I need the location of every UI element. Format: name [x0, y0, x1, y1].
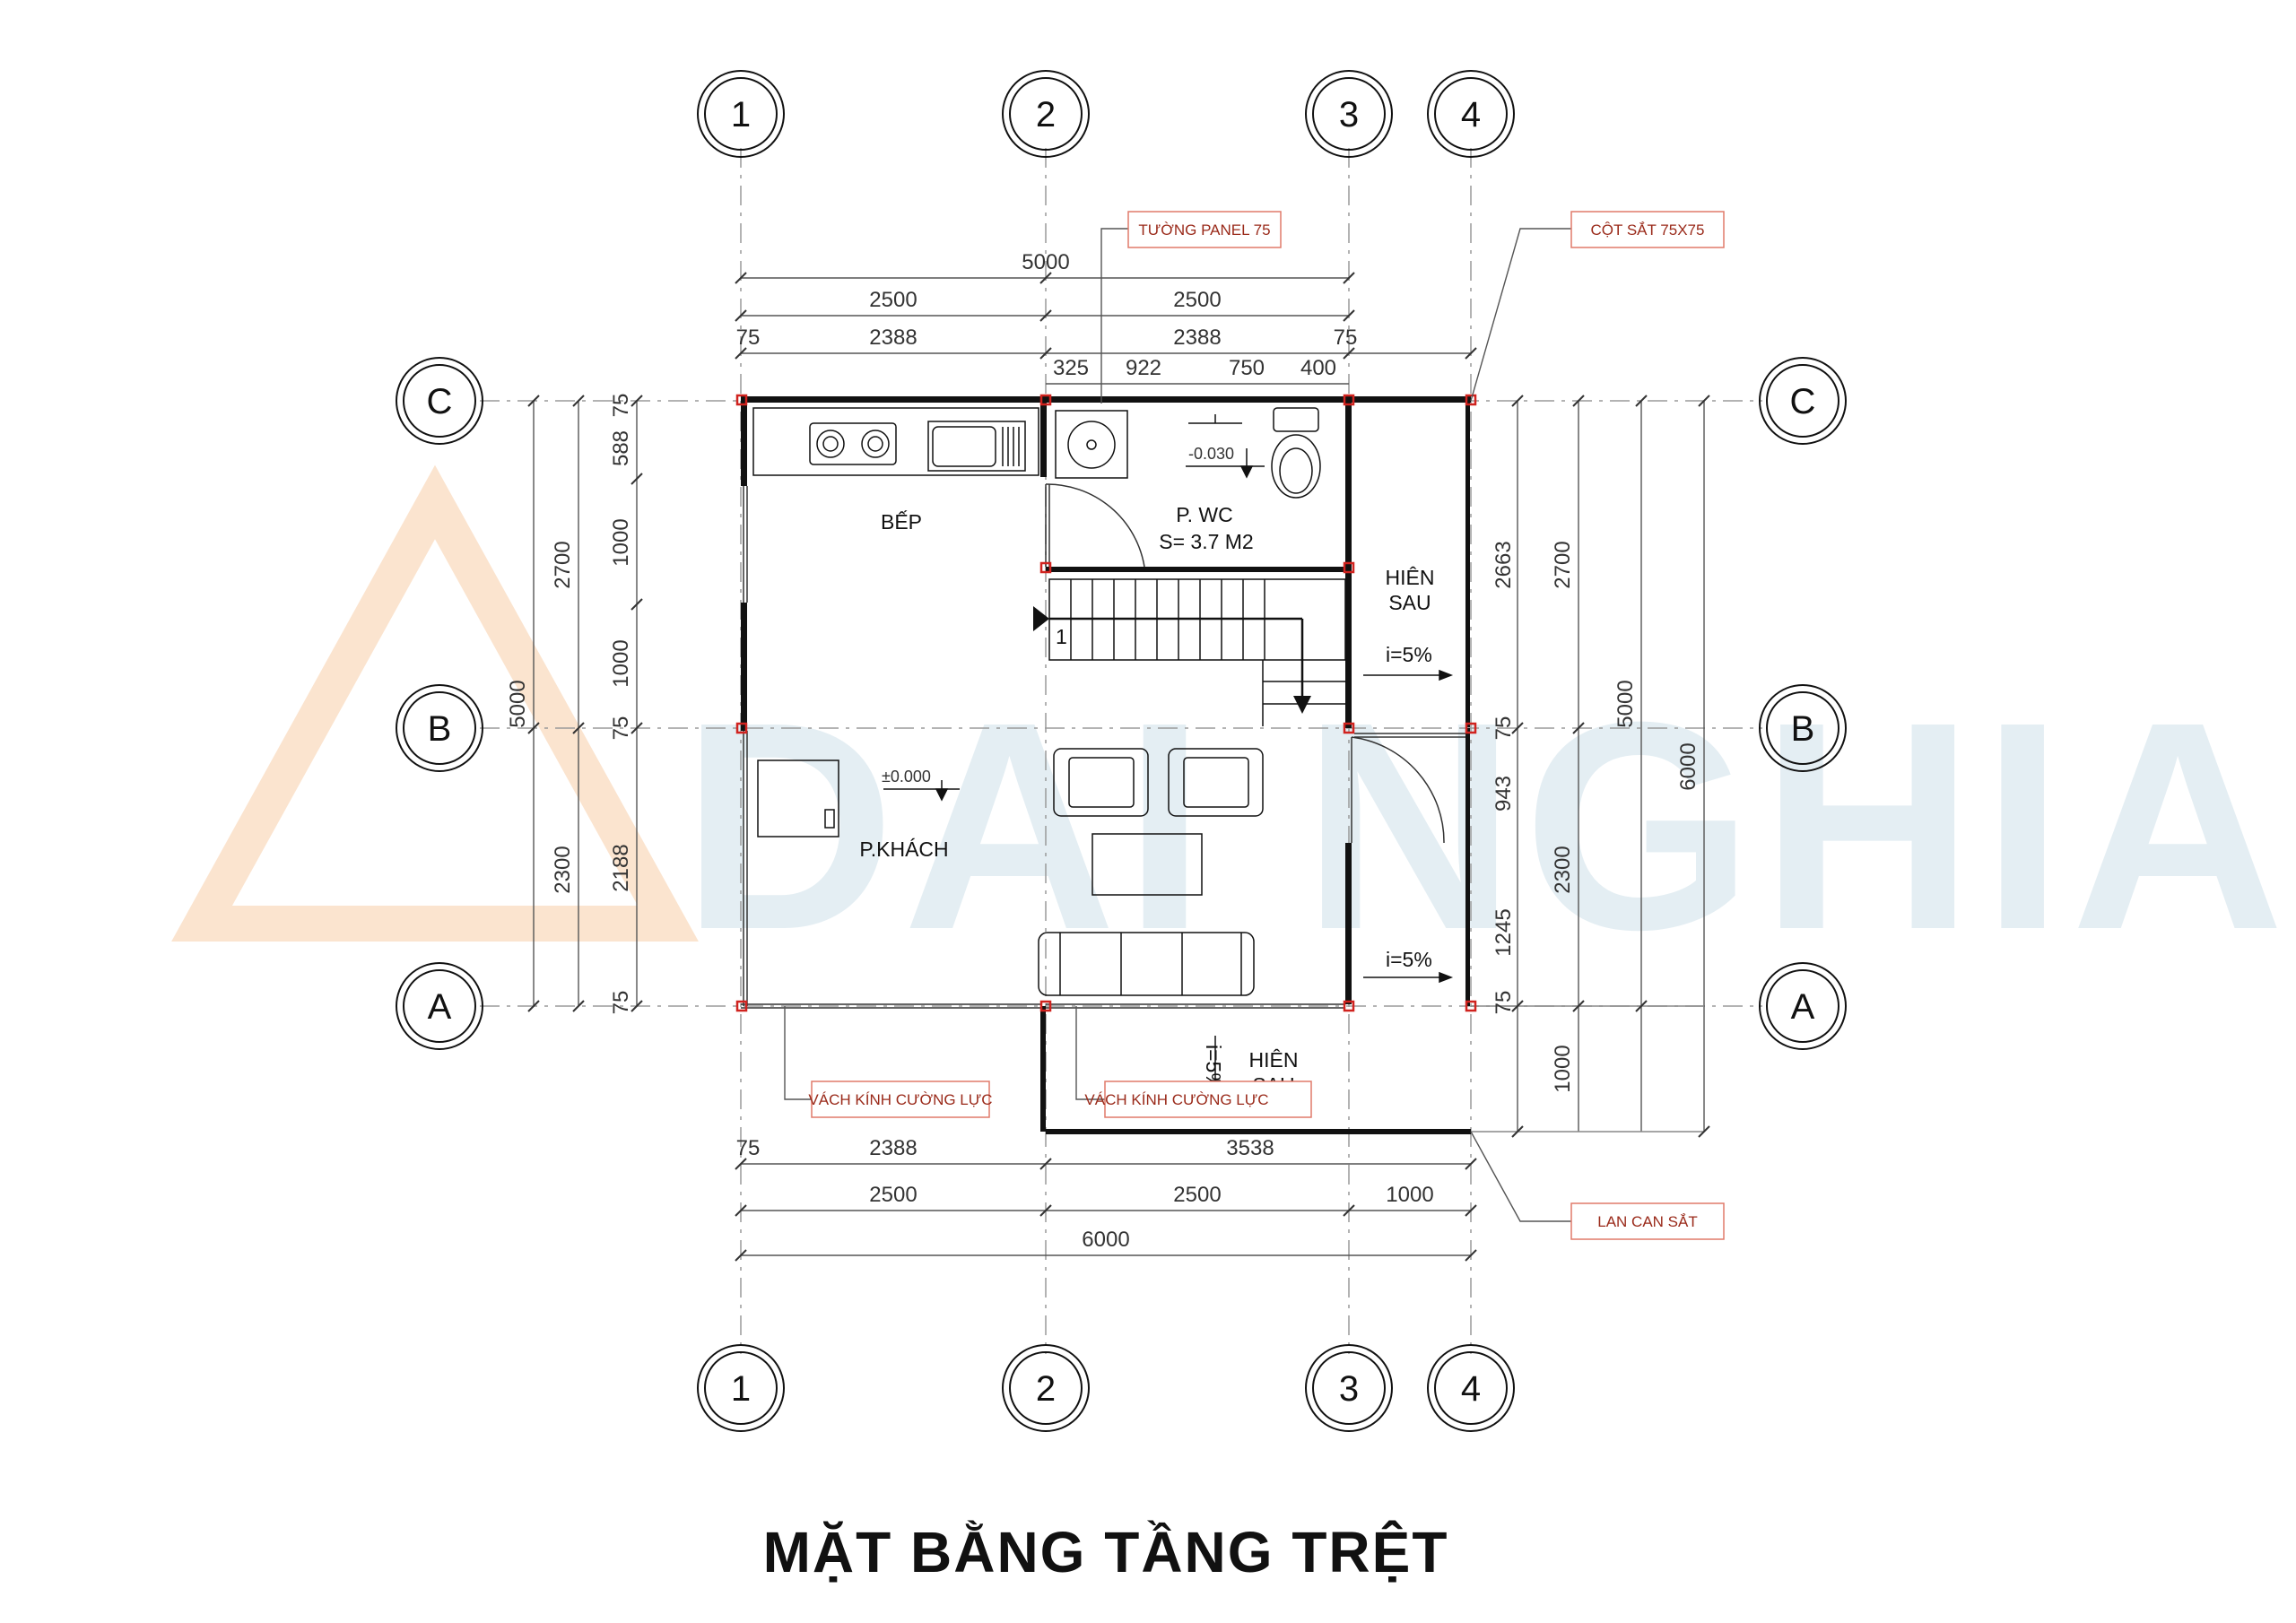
column-markers [735, 394, 1477, 1012]
room-label-porch-2-line1: HIÊN [1249, 1048, 1299, 1072]
drawing-title: MẶT BẰNG TẦNG TRỆT [763, 1519, 1449, 1584]
dim-top-total: 5000 [1022, 250, 1069, 274]
grid-label-c-right: C [1790, 382, 1816, 421]
grid-label-3-top: 3 [1339, 95, 1359, 135]
grid-label-b-left: B [428, 709, 452, 749]
watermark: DAI NGHIA [171, 464, 2292, 991]
wc-fixtures [1055, 407, 1321, 499]
dim-left-c7: 75 [609, 991, 633, 1015]
dim-left-c5: 75 [609, 716, 633, 741]
grid-label-1-top: 1 [731, 95, 751, 135]
grid-label-a-left: A [428, 987, 452, 1027]
dimension-texts: 5000 2500 2500 75 2388 2388 75 325 922 7… [736, 250, 1434, 1252]
grid-label-2-bottom: 2 [1036, 1369, 1056, 1409]
grid-labels: 1 2 3 4 1 2 3 4 C B A C B A [427, 95, 1816, 1409]
watermark-text: DAI NGHIA [682, 660, 2292, 991]
dim-right-b1: 2700 [1551, 541, 1575, 588]
dim-left-c4: 1000 [609, 639, 633, 687]
stairs [1048, 578, 1346, 726]
dim-top-d2: 922 [1126, 356, 1161, 380]
dim-right-b2: 2300 [1551, 846, 1575, 893]
dim-right-a4: 1245 [1492, 908, 1516, 956]
callout-texts: TƯỜNG PANEL 75 CỘT SẮT 75X75 VÁCH KÍNH C… [808, 221, 1704, 1230]
dim-top-c4: 75 [1334, 325, 1358, 350]
grid-label-b-right: B [1791, 709, 1815, 749]
dim-left-c3: 1000 [609, 518, 633, 566]
dim-bot-a3: 3538 [1226, 1136, 1274, 1160]
grid-label-4-bottom: 4 [1461, 1369, 1481, 1409]
dim-right-c1: 5000 [1613, 680, 1638, 727]
room-label-kitchen: BẾP [881, 509, 922, 534]
level-markers [883, 448, 1265, 802]
dim-left-c1: 75 [609, 394, 633, 418]
note-steel-column: CỘT SẮT 75X75 [1591, 221, 1705, 239]
dim-top-c3: 2388 [1173, 325, 1221, 350]
dim-bot-b2: 2500 [1173, 1183, 1221, 1207]
dim-top-a: 2500 [869, 288, 917, 312]
doors [1045, 483, 1445, 844]
dim-top-d1: 325 [1053, 356, 1089, 380]
room-label-wc-area: S= 3.7 M2 [1159, 530, 1253, 553]
dim-top-b: 2500 [1173, 288, 1221, 312]
grid-label-3-bottom: 3 [1339, 1369, 1359, 1409]
slope-label-2: i=5% [1386, 948, 1432, 971]
room-label-porch-1-line1: HIÊN [1386, 566, 1435, 589]
dim-bot-a1: 75 [736, 1136, 761, 1160]
dim-top-d3: 750 [1229, 356, 1265, 380]
dim-left-c6: 2188 [609, 844, 633, 891]
grid-label-c-left: C [427, 382, 453, 421]
dim-left-total: 5000 [506, 680, 530, 727]
note-railing: LAN CAN SẮT [1597, 1213, 1697, 1230]
dim-right-a1: 2663 [1492, 541, 1516, 588]
dim-left-a: 2700 [551, 541, 575, 588]
kitchen-counter [752, 407, 1039, 476]
dim-left-b: 2300 [551, 846, 575, 893]
living-furniture [757, 748, 1264, 996]
note-panel-wall: TƯỜNG PANEL 75 [1138, 221, 1270, 239]
level-living: ±0.000 [882, 768, 931, 785]
grid-label-a-right: A [1791, 987, 1815, 1027]
dim-top-c2: 2388 [869, 325, 917, 350]
dim-top-c1: 75 [736, 325, 761, 350]
dimension-ticks [527, 272, 1710, 1262]
dim-bot-a2: 2388 [869, 1136, 917, 1160]
dim-right-a5: 75 [1492, 991, 1516, 1015]
room-label-porch-1-line2: SAU [1388, 591, 1431, 614]
dim-bot-total: 6000 [1082, 1228, 1129, 1252]
note-glass-wall-2: VÁCH KÍNH CƯỜNG LỰC [1084, 1091, 1268, 1108]
dim-right-a6: 1000 [1551, 1045, 1575, 1092]
dim-right-d1: 6000 [1676, 742, 1700, 790]
room-label-wc: P. WC [1176, 503, 1232, 526]
stair-step-label: 1 [1056, 625, 1067, 648]
stair-arrows [1033, 606, 1311, 714]
slope-label-1: i=5% [1386, 643, 1432, 666]
dim-right-a2: 75 [1492, 716, 1516, 741]
grid-bubbles [396, 70, 1847, 1432]
callout-boxes [811, 211, 1725, 1240]
glass-walls [741, 486, 1465, 1009]
callout-leaders [784, 228, 1571, 1222]
grid-label-4-top: 4 [1461, 95, 1481, 135]
grid-label-1-bottom: 1 [731, 1369, 751, 1409]
dim-left-c2: 588 [609, 430, 633, 466]
dim-right-a3: 943 [1492, 776, 1516, 812]
note-glass-wall-1: VÁCH KÍNH CƯỜNG LỰC [808, 1091, 992, 1108]
dim-top-d4: 400 [1300, 356, 1336, 380]
level-wc: -0.030 [1188, 445, 1234, 463]
dimension-texts-vertical: 5000 2700 2300 75 588 1000 1000 75 2188 … [506, 394, 1700, 1093]
dim-bot-b1: 2500 [869, 1183, 917, 1207]
room-label-living: P.KHÁCH [859, 838, 948, 861]
grid-label-2-top: 2 [1036, 95, 1056, 135]
dim-bot-b3: 1000 [1386, 1183, 1433, 1207]
